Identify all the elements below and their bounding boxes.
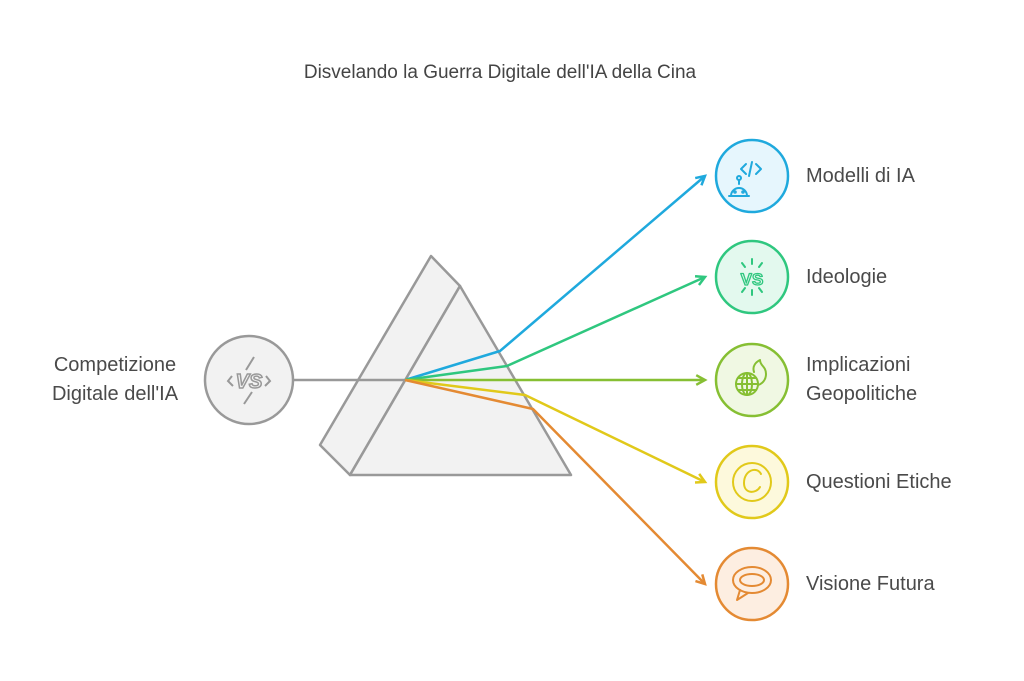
diagram-title: Disvelando la Guerra Digitale dell'IA de…	[303, 62, 697, 83]
output-node-3	[714, 444, 790, 520]
source-label-line2: Digitale dell'IA	[51, 383, 179, 405]
svg-text:VS: VS	[236, 371, 263, 393]
copyright-icon	[732, 462, 772, 502]
arrowhead	[694, 274, 708, 286]
arrowhead	[695, 374, 708, 386]
label-line: Questioni Etiche	[806, 471, 952, 493]
label-line: Ideologie	[806, 266, 888, 288]
arrowhead	[695, 574, 707, 586]
vs-icon: VS	[740, 258, 764, 296]
output-node-2	[714, 342, 790, 418]
output-node-4	[714, 546, 790, 622]
output-label-etiche: Questioni Etiche	[806, 468, 952, 497]
label-line: Visione Futura	[806, 573, 935, 595]
ray-4	[404, 378, 706, 585]
label-line: Modelli di IA	[806, 165, 915, 187]
output-node-1: VS	[714, 239, 790, 315]
svg-text:VS: VS	[741, 270, 764, 289]
robot-code-icon	[728, 161, 762, 197]
globe-fire-icon	[735, 359, 767, 396]
vs-lightning-icon: VS	[226, 356, 272, 405]
output-label-ideologie: Ideologie	[806, 263, 887, 292]
output-label-visione: Visione Futura	[806, 570, 935, 599]
output-node-0	[714, 138, 790, 214]
source-node: VS	[203, 334, 295, 426]
source-label: Competizione Digitale dell'IA	[36, 351, 194, 409]
arrowhead	[694, 473, 708, 484]
arrowhead	[694, 174, 707, 186]
ray-1	[404, 275, 706, 382]
source-label-line1: Competizione	[53, 354, 177, 376]
output-label-modelli: Modelli di IA	[806, 162, 915, 191]
ray-0	[404, 175, 706, 382]
label-line: Geopolitiche	[806, 383, 918, 405]
speech-bubble-icon	[732, 566, 772, 601]
ray-3	[404, 378, 706, 484]
label-line: Implicazioni	[806, 354, 911, 376]
